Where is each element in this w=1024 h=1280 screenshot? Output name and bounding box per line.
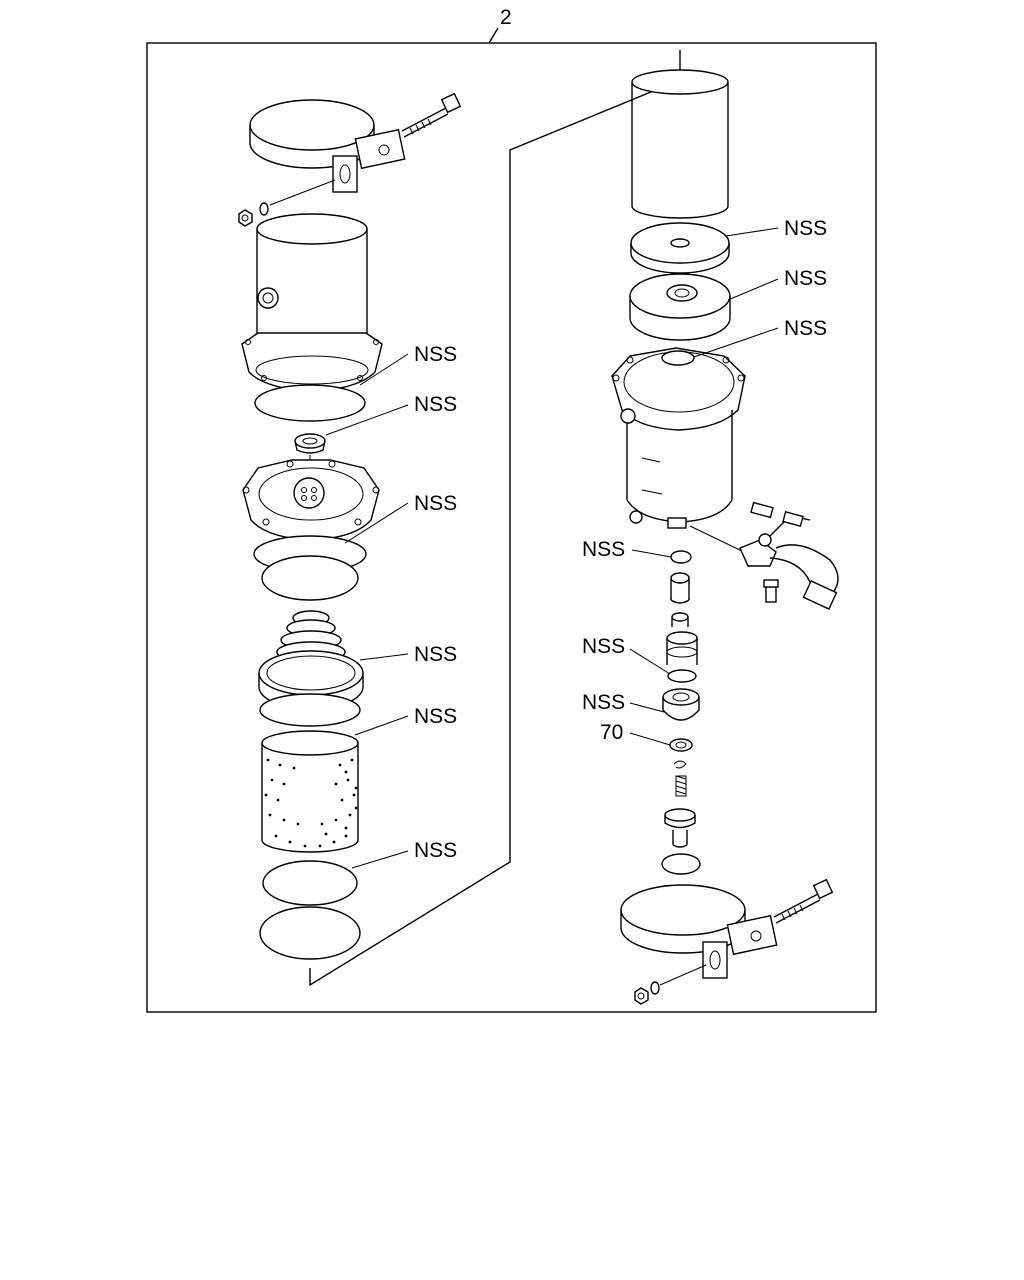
right-valve-stem (670, 572, 690, 627)
left-filter-head (242, 459, 380, 541)
label-nss-left-2: NSS (414, 393, 457, 416)
left-check-valve (294, 433, 326, 462)
label-nss-right-6: NSS (582, 691, 625, 714)
right-bottom-fitting (664, 808, 696, 848)
label-part-70: 70 (600, 721, 623, 744)
assembly-callout-leader (488, 27, 499, 44)
right-labels: NSS NSS NSS NSS NSS NSS 70 (582, 217, 827, 746)
left-canister-bowl (241, 213, 383, 393)
left-clamp-nut (238, 202, 269, 227)
left-clamp-bolt (401, 92, 462, 138)
right-small-oring-2 (661, 853, 701, 875)
right-filter-housing (611, 347, 746, 529)
label-nss-left-5: NSS (414, 705, 457, 728)
right-clamp-bolt (773, 878, 834, 924)
assembly-callout-number: 2 (500, 6, 512, 29)
left-perforated-element (261, 730, 359, 853)
label-nss-right-5: NSS (582, 635, 625, 658)
right-clamp-nut (634, 981, 660, 1005)
right-small-oring-1 (670, 550, 692, 564)
label-nss-right-4: NSS (582, 538, 625, 561)
label-nss-left-1: NSS (414, 343, 457, 366)
right-clamp-band (620, 884, 778, 986)
right-valve-body (666, 631, 698, 683)
left-seal-disc-2 (262, 860, 358, 906)
left-labels: NSS NSS NSS NSS NSS NSS (325, 343, 457, 869)
left-flange-ring (258, 650, 364, 710)
right-sensor-wire (689, 501, 839, 611)
right-cup-seal (662, 688, 700, 721)
label-nss-right-1: NSS (784, 217, 827, 240)
right-cylinder-cover (631, 69, 729, 219)
right-cup-disc (629, 273, 731, 341)
right-spring-clip (673, 760, 687, 797)
right-top-disc (630, 222, 730, 274)
part-70-ring (669, 738, 693, 752)
label-nss-left-6: NSS (414, 839, 457, 862)
left-seal-disc-3 (259, 906, 361, 960)
label-nss-left-3: NSS (414, 492, 457, 515)
label-nss-left-4: NSS (414, 643, 457, 666)
left-gasket-ring-1 (254, 384, 366, 422)
left-seal-disc (261, 555, 359, 601)
label-nss-right-3: NSS (784, 317, 827, 340)
diagram-frame (146, 42, 877, 1013)
label-nss-right-2: NSS (784, 267, 827, 290)
left-gasket-ring-3 (259, 693, 361, 727)
left-clamp-band (249, 99, 406, 206)
